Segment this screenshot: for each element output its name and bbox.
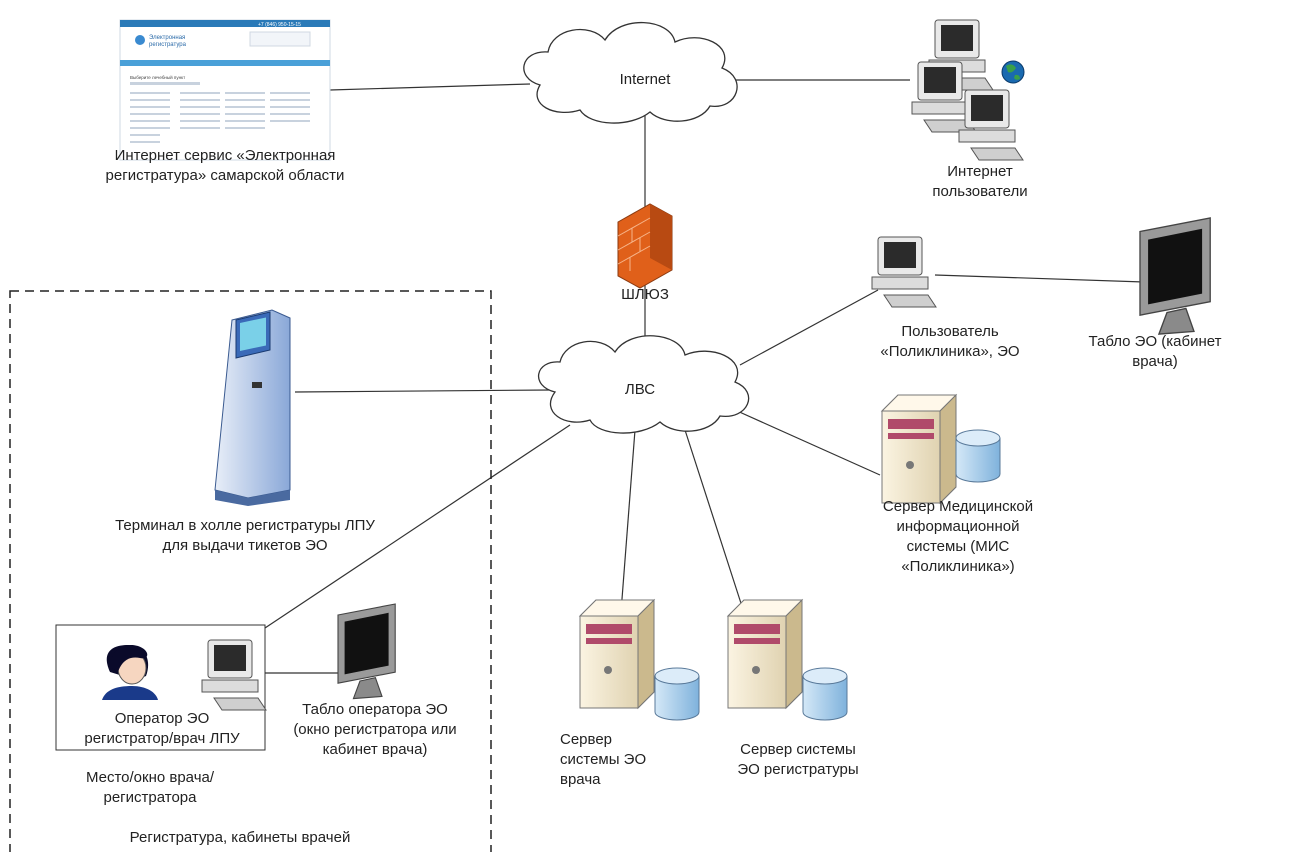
operator-board-label: Табло оператора ЭО (окно регистратора ил…: [293, 701, 457, 758]
doctor-board-monitor-icon: [1139, 217, 1211, 335]
doctor-server-icon: [579, 599, 700, 721]
zone-label: Регистратура, кабинеты врачей: [129, 829, 351, 846]
firewall-icon: [617, 203, 673, 289]
registry-server-label: Сервер системы ЭО регистратуры: [737, 741, 859, 778]
link-lan-mis: [734, 409, 881, 476]
mis-server-label: Сервер Медицинской информационной систем…: [882, 498, 1034, 575]
link-polyclinic-board: [934, 274, 1146, 283]
mis-server-icon: [881, 394, 1001, 504]
internet-users-label: Интернет пользователи: [932, 163, 1028, 200]
link-lan-terminal: [294, 389, 551, 393]
internet-cloud: [523, 21, 738, 124]
link-lan-polyclinic: [739, 289, 879, 366]
operator-person-icon: [102, 644, 158, 700]
registry-server-icon: [727, 599, 848, 721]
registry-zone-border: [9, 290, 492, 852]
web-service-heading: Выберите лечебный пункт: [130, 74, 185, 80]
workplace-label: Место/окно врача/ регистратора: [85, 769, 215, 806]
web-service-phone: +7 (846) 950-15-15: [258, 22, 301, 28]
link-webservice-internet: [329, 83, 531, 91]
lan-cloud: [537, 335, 750, 434]
terminal-label: Терминал в холле регистратуры ЛПУ для вы…: [115, 517, 375, 554]
link-lan-doctor-server: [619, 429, 636, 626]
web-service-label: Интернет сервис «Электронная регистратур…: [105, 147, 345, 184]
kiosk-terminal-icon: [214, 309, 291, 506]
link-lan-operator: [264, 424, 571, 629]
internet-users-icon: [911, 19, 1025, 161]
polyclinic-user-pc-icon: [871, 236, 937, 308]
operator-board-monitor-icon: [337, 603, 396, 700]
operator-label: Оператор ЭО регистратор/врач ЛПУ: [84, 710, 240, 747]
polyclinic-user-label: Пользователь «Поликлиника», ЭО: [880, 323, 1020, 360]
doctor-board-label: Табло ЭО (кабинет врача): [1088, 333, 1222, 370]
lan-label: ЛВС: [624, 381, 656, 398]
gateway-label: ШЛЮЗ: [621, 286, 669, 303]
link-lan-registry-server: [684, 429, 749, 626]
doctor-server-label: Сервер системы ЭО врача: [560, 731, 647, 788]
internet-label: Internet: [619, 71, 671, 88]
connection-lines: [264, 79, 1146, 674]
operator-pc-icon: [201, 639, 267, 711]
workplace-box: [55, 624, 266, 751]
